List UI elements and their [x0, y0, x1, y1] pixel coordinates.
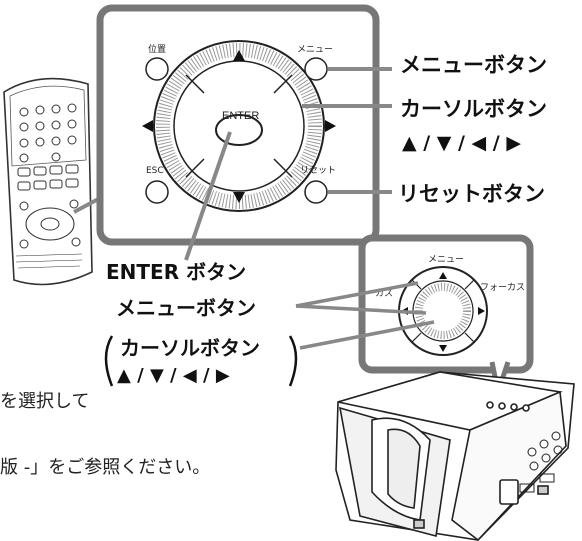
remote-control: [3, 77, 105, 286]
body-text-line-2: 版 -」をご参照ください。: [0, 457, 211, 478]
cursor-down-arrow[interactable]: [233, 192, 245, 203]
position-button[interactable]: [145, 57, 169, 81]
reset-small-label: リセット: [300, 165, 336, 176]
remote-zoom-panel: 位置 メニュー ENTER ESC リセット: [96, 4, 380, 246]
position-label: 位置: [148, 43, 166, 55]
projector-menu-label: メニュー: [428, 255, 464, 265]
projector: [335, 371, 575, 541]
reset-button[interactable]: [304, 180, 328, 204]
enter-button-label: ENTER ボタン: [106, 260, 247, 284]
cursor-right-arrow[interactable]: [325, 120, 336, 132]
cursor-button-label-2: カーソルボタン: [120, 336, 260, 360]
menu-button-label: メニューボタン: [400, 53, 547, 77]
esc-button[interactable]: [145, 180, 169, 204]
projector-zoom-panel: メニュー ーカス フォーカス: [358, 234, 534, 402]
cursor-arrows-label: ▲ / ▼ / ◀ / ▶: [402, 132, 521, 154]
menu-button[interactable]: [304, 57, 328, 81]
esc-small-label: ESC: [146, 166, 164, 176]
cursor-arrows-label-2: ▲ / ▼ / ◀ / ▶: [117, 365, 230, 386]
projector-focus-plus-label: フォーカス: [480, 282, 525, 293]
projector-down-arrow[interactable]: [439, 345, 447, 352]
projector-up-arrow[interactable]: [439, 272, 447, 279]
projector-right-arrow[interactable]: [478, 307, 485, 315]
callout-lines-top: [184, 67, 392, 261]
enter-small-label: ENTER: [222, 110, 259, 122]
menu-button-label-2: メニューボタン: [116, 296, 256, 320]
reset-button-label: リセットボタン: [398, 182, 545, 206]
cursor-button-label: カーソルボタン: [400, 97, 547, 121]
projector-focus-minus-label: ーカス: [366, 288, 393, 299]
body-text-line-1: を選択して: [0, 391, 90, 412]
cursor-up-arrow[interactable]: [233, 50, 245, 61]
menu-small-label: メニュー: [297, 45, 333, 55]
cursor-left-arrow[interactable]: [142, 120, 153, 132]
callout-lines-projector: [295, 281, 435, 350]
